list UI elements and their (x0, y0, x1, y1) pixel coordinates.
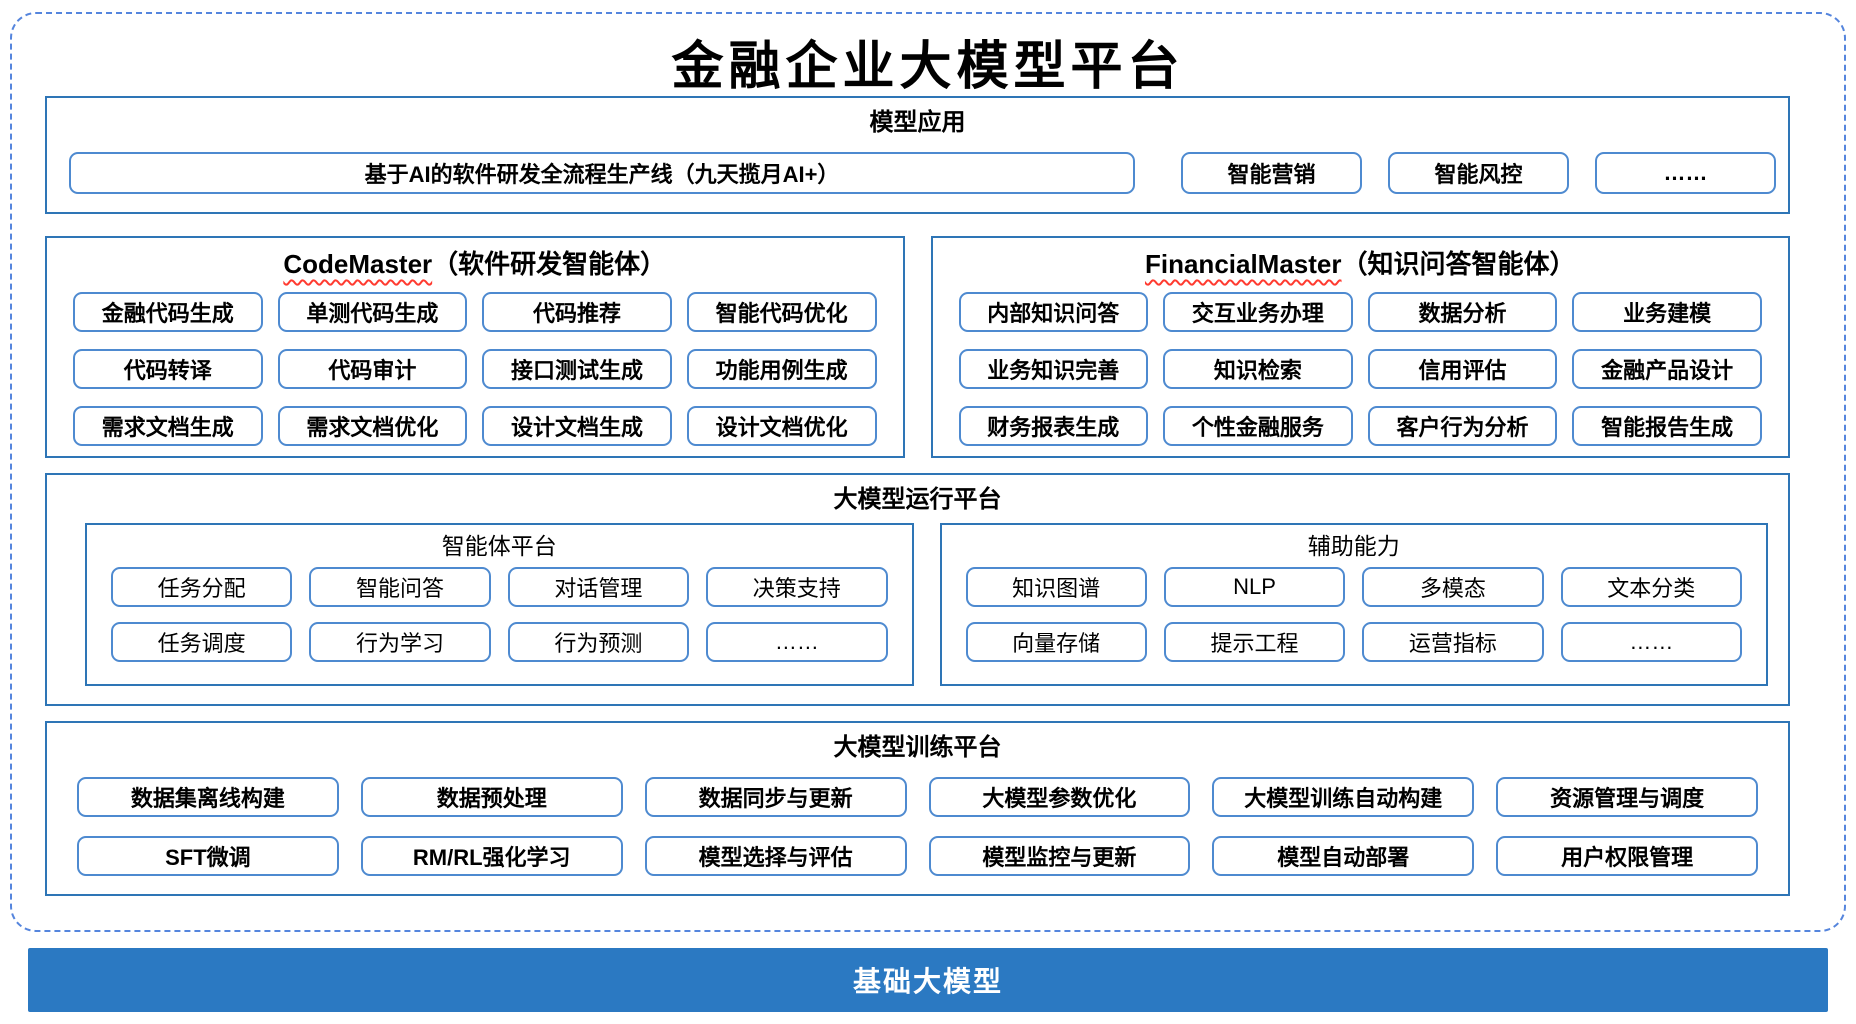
runtime-platform-section: 大模型运行平台 智能体平台 任务分配 智能问答 对话管理 决策支持 任务调度 行… (45, 473, 1790, 706)
training-item: 大模型参数优化 (928, 777, 1191, 817)
agent-platform-item: 行为学习 (309, 622, 491, 662)
agent-platform-item: 对话管理 (507, 567, 690, 607)
codemaster-name-suffix: （软件研发智能体） (432, 249, 667, 279)
training-item: 模型监控与更新 (928, 836, 1191, 876)
codemaster-name: CodeMaster (283, 249, 433, 279)
codemaster-item: 代码审计 (277, 349, 468, 389)
financialmaster-item: 金融产品设计 (1572, 349, 1762, 389)
financialmaster-item: 数据分析 (1367, 292, 1558, 332)
financialmaster-grid: 内部知识问答 交互业务办理 数据分析 业务建模 业务知识完善 知识检索 信用评估… (958, 292, 1762, 446)
training-item: 数据集离线构建 (77, 777, 339, 817)
auxiliary-item: 文本分类 (1560, 567, 1742, 607)
codemaster-box: CodeMaster（软件研发智能体） 金融代码生成 单测代码生成 代码推荐 智… (45, 236, 905, 458)
auxiliary-item: 向量存储 (965, 622, 1147, 662)
runtime-platform-title: 大模型运行平台 (833, 486, 1002, 513)
codemaster-item: 设计文档生成 (482, 406, 672, 446)
agent-platform-title: 智能体平台 (441, 533, 557, 559)
codemaster-item: 功能用例生成 (686, 349, 877, 389)
agent-platform-item: 任务分配 (111, 567, 293, 607)
agent-platform-item: 行为预测 (507, 622, 690, 662)
codemaster-item: 代码推荐 (482, 292, 672, 332)
training-item: 数据预处理 (360, 777, 623, 817)
financialmaster-item: 智能报告生成 (1572, 406, 1762, 446)
auxiliary-item: 知识图谱 (965, 567, 1147, 607)
codemaster-item: 设计文档优化 (686, 406, 877, 446)
auxiliary-item-ellipsis: …… (1560, 622, 1742, 662)
financialmaster-name-suffix: （知识问答智能体） (1341, 249, 1576, 279)
base-model-label: 基础大模型 (852, 966, 1003, 997)
training-item: SFT微调 (77, 836, 339, 876)
codemaster-item: 代码转译 (73, 349, 263, 389)
agent-platform-box: 智能体平台 任务分配 智能问答 对话管理 决策支持 任务调度 行为学习 行为预测… (85, 523, 914, 686)
runtime-inner-row: 智能体平台 任务分配 智能问答 对话管理 决策支持 任务调度 行为学习 行为预测… (47, 523, 1788, 686)
training-grid: 数据集离线构建 数据预处理 数据同步与更新 大模型参数优化 大模型训练自动构建 … (47, 777, 1788, 876)
financialmaster-item: 交互业务办理 (1163, 292, 1353, 332)
financialmaster-box: FinancialMaster（知识问答智能体） 内部知识问答 交互业务办理 数… (930, 236, 1790, 458)
page-title: 金融企业大模型平台 (671, 39, 1185, 96)
agent-platform-grid: 任务分配 智能问答 对话管理 决策支持 任务调度 行为学习 行为预测 …… (111, 567, 888, 662)
base-model-bar: 基础大模型 (28, 948, 1828, 1012)
model-applications-row: 基于AI的软件研发全流程生产线（九天揽月AI+） 智能营销 智能风控 …… (47, 152, 1788, 194)
training-item: 数据同步与更新 (644, 777, 907, 817)
training-item: 大模型训练自动构建 (1212, 777, 1475, 817)
codemaster-item: 需求文档生成 (73, 406, 263, 446)
financialmaster-item: 知识检索 (1163, 349, 1353, 389)
codemaster-item: 智能代码优化 (686, 292, 877, 332)
codemaster-grid: 金融代码生成 单测代码生成 代码推荐 智能代码优化 代码转译 代码审计 接口测试… (73, 292, 877, 446)
dashed-outer-frame (10, 12, 1846, 932)
codemaster-title: CodeMaster（软件研发智能体） (73, 246, 877, 288)
agent-platform-item: 任务调度 (111, 622, 293, 662)
model-applications-title: 模型应用 (869, 109, 966, 136)
auxiliary-item: 提示工程 (1163, 622, 1346, 662)
auxiliary-item: NLP (1163, 567, 1346, 607)
auxiliary-item: 多模态 (1362, 567, 1544, 607)
financialmaster-item: 财务报表生成 (958, 406, 1149, 446)
agent-platform-item-ellipsis: …… (706, 622, 888, 662)
training-item: 用户权限管理 (1496, 836, 1758, 876)
financialmaster-item: 业务知识完善 (958, 349, 1149, 389)
codemaster-item: 接口测试生成 (482, 349, 672, 389)
financialmaster-title: FinancialMaster（知识问答智能体） (959, 246, 1763, 288)
agents-row: CodeMaster（软件研发智能体） 金融代码生成 单测代码生成 代码推荐 智… (45, 236, 1790, 458)
auxiliary-capability-grid: 知识图谱 NLP 多模态 文本分类 向量存储 提示工程 运营指标 …… (965, 567, 1742, 662)
training-item: 模型选择与评估 (644, 836, 907, 876)
codemaster-item: 金融代码生成 (73, 292, 263, 332)
agent-platform-item: 智能问答 (309, 567, 491, 607)
app-item: 智能风控 (1388, 152, 1569, 194)
training-platform-section: 大模型训练平台 数据集离线构建 数据预处理 数据同步与更新 大模型参数优化 大模… (45, 721, 1790, 896)
financialmaster-item: 内部知识问答 (958, 292, 1149, 332)
model-applications-section: 模型应用 基于AI的软件研发全流程生产线（九天揽月AI+） 智能营销 智能风控 … (45, 96, 1790, 214)
training-item: 模型自动部署 (1212, 836, 1475, 876)
auxiliary-capability-title: 辅助能力 (1307, 533, 1400, 559)
training-item: RM/RL强化学习 (360, 836, 623, 876)
app-item-ellipsis: …… (1595, 152, 1776, 194)
financialmaster-item: 客户行为分析 (1367, 406, 1558, 446)
codemaster-item: 需求文档优化 (277, 406, 468, 446)
codemaster-item: 单测代码生成 (277, 292, 468, 332)
auxiliary-item: 运营指标 (1362, 622, 1544, 662)
training-item: 资源管理与调度 (1496, 777, 1758, 817)
training-platform-title: 大模型训练平台 (833, 734, 1002, 761)
financialmaster-item: 个性金融服务 (1163, 406, 1353, 446)
agent-platform-item: 决策支持 (706, 567, 888, 607)
financialmaster-name: FinancialMaster (1144, 249, 1342, 279)
financialmaster-item: 信用评估 (1367, 349, 1558, 389)
app-item: 智能营销 (1181, 152, 1362, 194)
app-item-main: 基于AI的软件研发全流程生产线（九天揽月AI+） (69, 152, 1135, 194)
financialmaster-item: 业务建模 (1572, 292, 1762, 332)
auxiliary-capability-box: 辅助能力 知识图谱 NLP 多模态 文本分类 向量存储 提示工程 运营指标 …… (939, 523, 1768, 686)
